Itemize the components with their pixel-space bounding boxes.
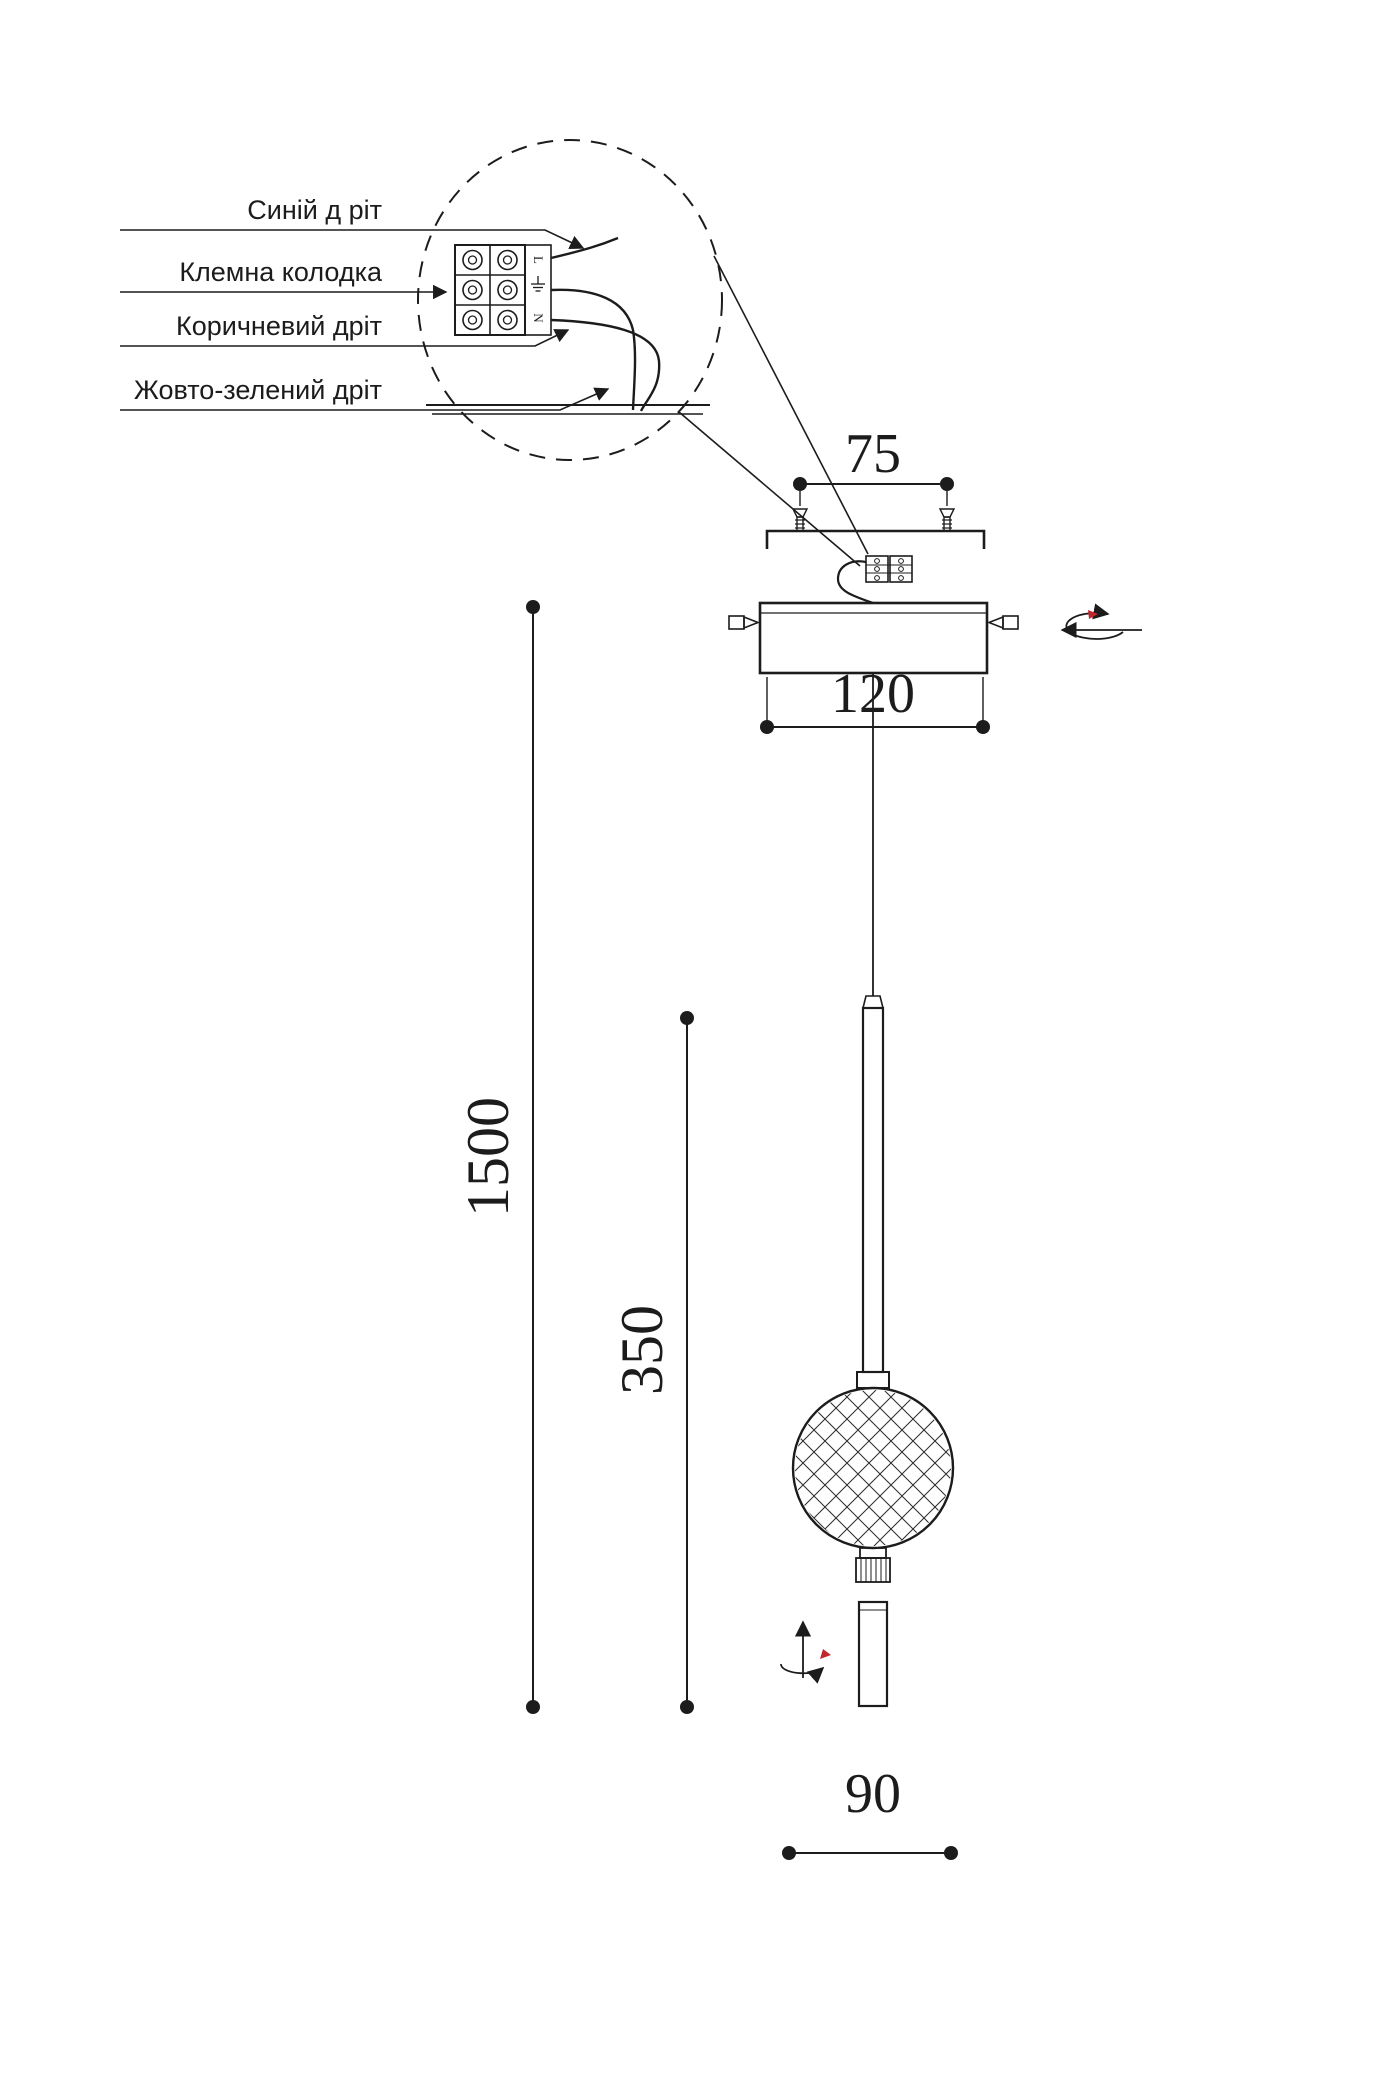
dim-shade-width: 90 bbox=[782, 1763, 958, 1860]
terminal-mark-neutral: N bbox=[531, 313, 546, 323]
dim-75-text: 75 bbox=[845, 423, 901, 485]
canopy-side-screw-right bbox=[986, 615, 1019, 630]
callout-labels: Синій д ріт Клемна колодка Коричневий др… bbox=[120, 195, 610, 411]
leader-blue-wire bbox=[120, 229, 585, 249]
end-cap-cylinder bbox=[857, 1600, 889, 1708]
mounting-plate bbox=[765, 508, 986, 549]
terminal-block-drawing: L N bbox=[454, 236, 661, 412]
dim-fixture-height: 350 bbox=[609, 1011, 694, 1714]
sphere-diamond-pattern bbox=[795, 1390, 951, 1546]
dim-350-text: 350 bbox=[609, 1305, 675, 1395]
canopy-wire-loop bbox=[836, 560, 874, 605]
rotation-arrow-top bbox=[1060, 603, 1142, 640]
mounting-screw-left bbox=[791, 508, 809, 532]
canopy-side-screw-left bbox=[728, 615, 761, 630]
dim-suspension-length: 1500 bbox=[455, 600, 540, 1714]
brown-wire-line bbox=[550, 288, 637, 411]
callout-circle bbox=[417, 139, 723, 461]
label-terminal-block: Клемна колодка bbox=[179, 257, 383, 287]
dim-mount-hole-spacing: 75 bbox=[793, 423, 954, 506]
dim-1500-text: 1500 bbox=[455, 1097, 521, 1217]
rotation-accent-bottom bbox=[820, 1649, 831, 1659]
leader-yellow-green-wire bbox=[120, 387, 610, 411]
earth-symbol-icon bbox=[531, 276, 545, 292]
leader-brown-wire bbox=[120, 329, 570, 347]
mounting-screw-right bbox=[938, 508, 956, 532]
callout-leader-lines bbox=[678, 255, 869, 567]
yellow-green-wire-line bbox=[550, 318, 661, 412]
terminal-screws bbox=[462, 249, 518, 331]
dim-90-text: 90 bbox=[845, 1763, 901, 1825]
callout-ceiling-plate bbox=[426, 404, 710, 415]
detail-callout: L N bbox=[417, 139, 723, 461]
bottom-threaded-connector bbox=[855, 1547, 891, 1583]
rotation-accent-top bbox=[1088, 610, 1098, 619]
label-blue-wire: Синій д ріт bbox=[247, 195, 382, 225]
lamp-terminal-block bbox=[836, 555, 913, 605]
label-yellow-green-wire: Жовто-зелений дріт bbox=[134, 375, 382, 405]
label-brown-wire: Коричневий дріт bbox=[176, 311, 382, 341]
rotation-arrow-bottom bbox=[780, 1620, 831, 1684]
terminal-mark-live: L bbox=[531, 256, 546, 264]
blue-wire-line bbox=[550, 236, 619, 260]
